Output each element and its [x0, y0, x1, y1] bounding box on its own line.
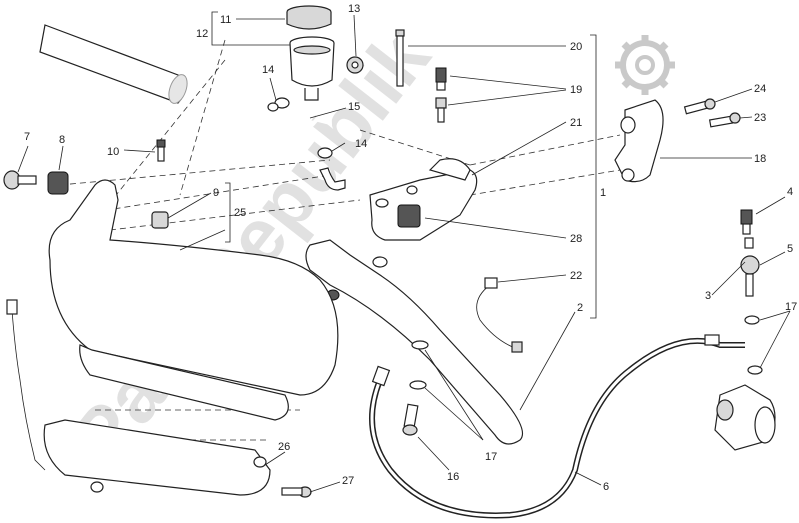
- slave-washers: [744, 315, 763, 375]
- callout-1: 1: [600, 187, 606, 199]
- callout-26: 26: [278, 441, 290, 453]
- callout-2: 2: [577, 302, 583, 314]
- slave-cylinder: [714, 384, 776, 451]
- mirror-bracket: [614, 99, 664, 183]
- callout-25: 25: [234, 207, 246, 219]
- callout-21: 21: [570, 117, 582, 129]
- slave-bleed-screw: [740, 237, 760, 297]
- rubber-bushing: [47, 171, 69, 195]
- reservoir-grommet: [346, 56, 364, 74]
- leader-lines: [17, 14, 791, 493]
- callout-10: 10: [107, 146, 119, 158]
- bleed-screw-upper: [435, 67, 447, 91]
- callout-23: 23: [754, 112, 766, 124]
- bracket-screw-upper: [683, 98, 716, 115]
- hose-clamp-upper: [267, 97, 290, 112]
- callout-28: 28: [570, 233, 582, 245]
- gear-icon: [615, 35, 675, 95]
- callout-18: 18: [754, 153, 766, 165]
- callout-12: 12: [196, 28, 208, 40]
- callout-22: 22: [570, 270, 582, 282]
- bracket-screw-lower: [708, 112, 741, 128]
- callouts: 1 2 3 4 5 6 7 8 9 10 11 12 13 14 14 15 1…: [24, 3, 797, 493]
- callout-5: 5: [787, 243, 793, 255]
- reservoir-hose: [256, 108, 332, 143]
- callout-24: 24: [754, 83, 766, 95]
- callout-27: 27: [342, 475, 354, 487]
- callout-13: 13: [348, 3, 360, 15]
- callout-19: 19: [570, 84, 582, 96]
- bracket-12: [211, 11, 218, 46]
- cover-screw: [281, 486, 312, 498]
- long-bolt: [395, 29, 405, 87]
- hose-fitting: [319, 167, 346, 191]
- callout-3: 3: [705, 290, 711, 302]
- callout-17a: 17: [485, 451, 497, 463]
- left-wire: [6, 299, 46, 471]
- callout-7: 7: [24, 131, 30, 143]
- banjo-bolt: [402, 403, 419, 436]
- switch-wire: [476, 277, 523, 353]
- callout-9: 9: [213, 187, 219, 199]
- master-cylinder-body: [369, 158, 478, 268]
- bleed-screw-lower: [435, 97, 447, 123]
- reservoir: [289, 36, 335, 101]
- callout-4: 4: [787, 186, 793, 198]
- callout-14b: 14: [355, 138, 367, 150]
- bracket-25: [225, 182, 231, 243]
- callout-20: 20: [570, 41, 582, 53]
- callout-15: 15: [348, 101, 360, 113]
- left-screw: [3, 170, 37, 190]
- reservoir-cap: [286, 5, 332, 30]
- clutch-hose: [369, 334, 745, 519]
- callout-16: 16: [447, 471, 459, 483]
- spacer: [151, 211, 169, 229]
- hose-clamp-lower: [317, 147, 333, 159]
- callout-8: 8: [59, 134, 65, 146]
- bleeder-cap: [740, 209, 753, 235]
- handguard-cover: [43, 179, 339, 496]
- small-screw: [156, 139, 166, 162]
- callout-11: 11: [220, 14, 231, 26]
- handlebar-tube: [39, 24, 188, 104]
- callout-17b: 17: [785, 301, 797, 313]
- callout-14a: 14: [262, 64, 274, 76]
- bracket-1: [590, 34, 597, 319]
- banjo-washers: [409, 340, 429, 390]
- callout-6: 6: [603, 481, 609, 493]
